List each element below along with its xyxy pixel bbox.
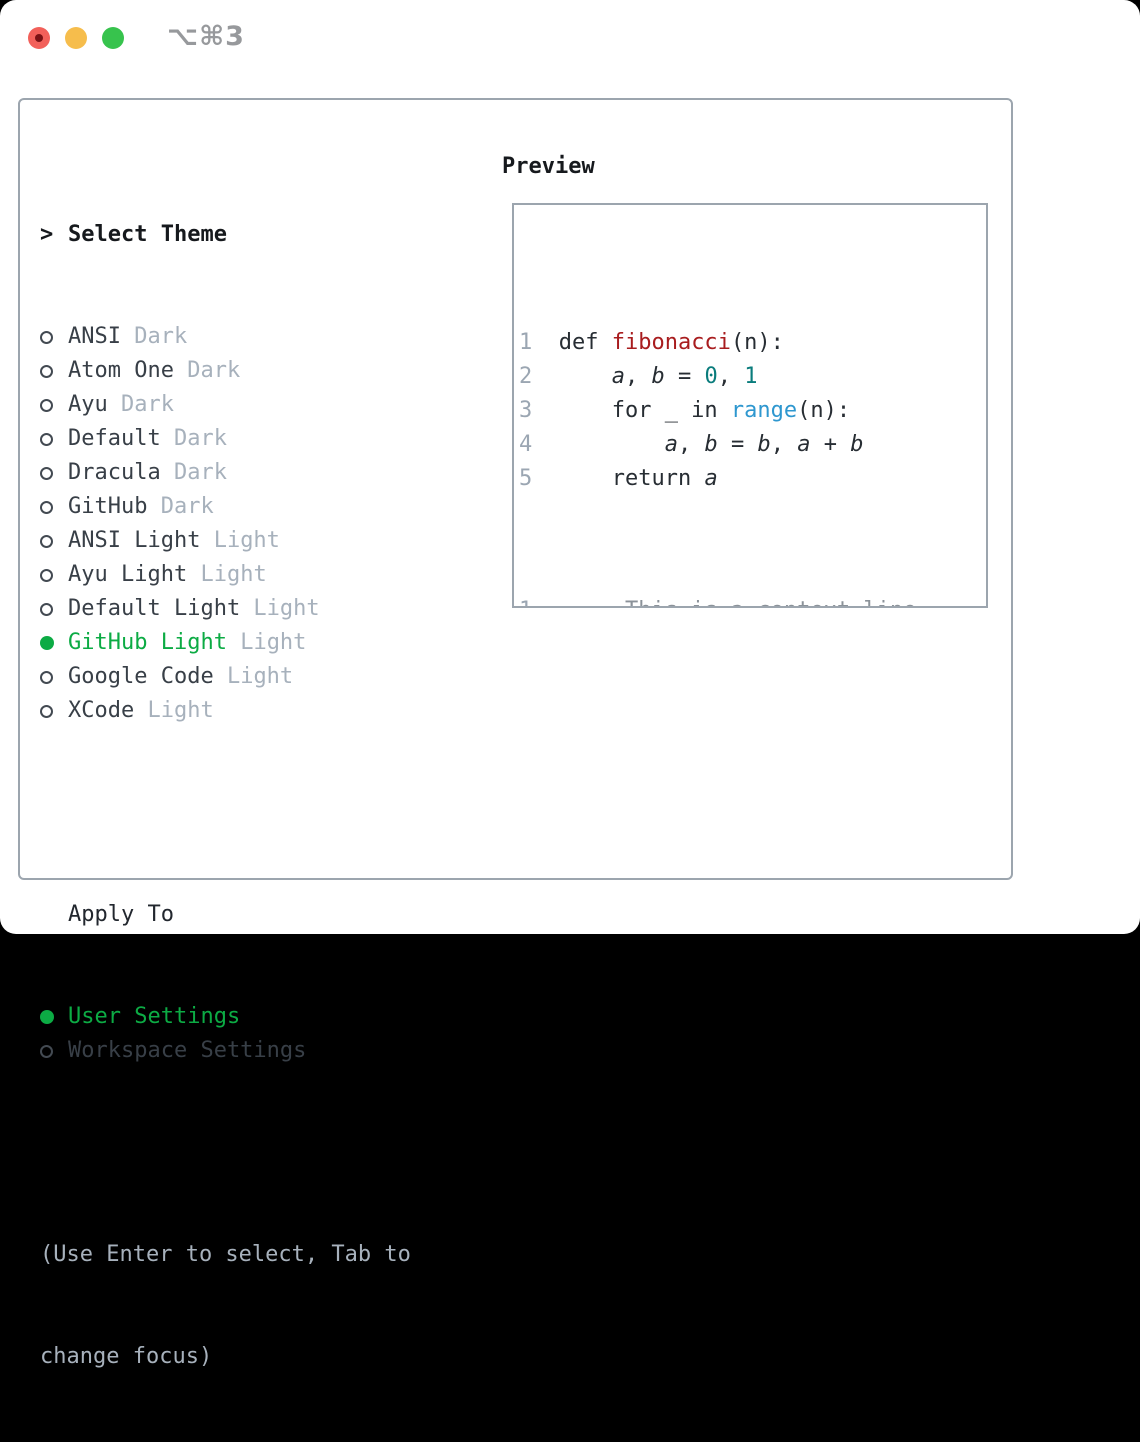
- unsaved-dot-icon: [35, 34, 43, 42]
- radio-unselected-icon: [40, 568, 53, 582]
- theme-option-xcode[interactable]: XCode Light: [40, 694, 411, 728]
- radio-unselected-icon: [40, 670, 53, 684]
- line-number: 1: [519, 594, 559, 606]
- line-number: 5: [519, 466, 533, 491]
- radio-unselected-icon: [40, 364, 53, 378]
- radio-unselected-icon: [40, 432, 53, 446]
- theme-name: Ayu: [68, 392, 108, 417]
- theme-variant: Dark: [160, 426, 227, 451]
- code-line: 3 for _ in range(n):: [519, 394, 930, 428]
- zoom-button[interactable]: [102, 27, 124, 49]
- theme-option-github[interactable]: GitHub Dark: [40, 490, 411, 524]
- radio-unselected-icon: [40, 534, 53, 548]
- prompt-caret-icon: >: [40, 222, 54, 247]
- radio-selected-icon: [40, 1010, 54, 1024]
- theme-name: Default: [68, 426, 161, 451]
- list-title: Select Theme: [68, 222, 227, 247]
- theme-name: Dracula: [68, 460, 161, 485]
- hint-text-line-1: (Use Enter to select, Tab to: [40, 1242, 411, 1267]
- diff-sample: 1 This is a context line.2 - This line w…: [519, 594, 930, 606]
- theme-option-github-light[interactable]: GitHub Light Light: [40, 626, 411, 660]
- theme-name: GitHub Light: [68, 630, 227, 655]
- theme-option-default-light[interactable]: Default Light Light: [40, 592, 411, 626]
- line-number: 4: [519, 432, 533, 457]
- theme-option-atom-one[interactable]: Atom One Dark: [40, 354, 411, 388]
- select-theme-header: > Select Theme: [40, 218, 411, 252]
- theme-name: XCode: [68, 698, 135, 723]
- theme-option-ayu-light[interactable]: Ayu Light Light: [40, 558, 411, 592]
- code-line: 2 a, b = 0, 1: [519, 360, 930, 394]
- apply-to-header: Apply To: [40, 898, 411, 932]
- radio-unselected-icon: [40, 704, 53, 718]
- theme-name: Google Code: [68, 664, 214, 689]
- theme-name: ANSI Light: [68, 528, 201, 553]
- line-number: 3: [519, 398, 533, 423]
- radio-unselected-icon: [40, 466, 53, 480]
- window-title: ⌥⌘3: [167, 21, 245, 52]
- apply-option-label: Workspace Settings: [68, 1038, 307, 1063]
- theme-variant: Dark: [160, 460, 227, 485]
- code-line: 5 return a: [519, 462, 930, 496]
- theme-variant: Dark: [107, 392, 174, 417]
- theme-name: Default Light: [68, 596, 241, 621]
- apply-option-label: User Settings: [68, 1004, 241, 1029]
- theme-variant: Light: [134, 698, 214, 723]
- radio-unselected-icon: [40, 398, 53, 412]
- theme-variant: Light: [200, 528, 280, 553]
- theme-option-default[interactable]: Default Dark: [40, 422, 411, 456]
- apply-to-title: Apply To: [68, 902, 174, 927]
- code-line: 4 a, b = b, a + b: [519, 428, 930, 462]
- theme-option-google-code[interactable]: Google Code Light: [40, 660, 411, 694]
- radio-unselected-icon: [40, 330, 53, 344]
- hint-text-line-2: change focus): [40, 1344, 213, 1369]
- theme-name: ANSI: [68, 324, 121, 349]
- theme-variant: Dark: [120, 324, 188, 349]
- apply-option-workspace-settings[interactable]: Workspace Settings: [40, 1034, 411, 1068]
- line-number: 2: [519, 364, 533, 389]
- theme-option-dracula[interactable]: Dracula Dark: [40, 456, 411, 490]
- theme-variant: Dark: [147, 494, 214, 519]
- traffic-lights: [28, 27, 124, 49]
- radio-unselected-icon: [40, 500, 53, 514]
- radio-unselected-icon: [40, 602, 53, 616]
- close-button[interactable]: [28, 27, 50, 49]
- theme-option-ansi-light[interactable]: ANSI Light Light: [40, 524, 411, 558]
- theme-option-ansi[interactable]: ANSI Dark: [40, 320, 411, 354]
- minimize-button[interactable]: [65, 27, 87, 49]
- radio-unselected-icon: [40, 1044, 53, 1058]
- diff-line: 1 This is a context line.: [519, 594, 930, 606]
- theme-variant: Light: [226, 630, 307, 655]
- title-bar: ⌥⌘3: [0, 0, 1140, 76]
- theme-variant: Light: [213, 664, 294, 689]
- theme-name: Atom One: [68, 358, 174, 383]
- radio-selected-icon: [40, 636, 54, 650]
- theme-name: Ayu Light: [68, 562, 188, 587]
- theme-option-ayu[interactable]: Ayu Dark: [40, 388, 411, 422]
- theme-name: GitHub: [68, 494, 148, 519]
- apply-option-user-settings[interactable]: User Settings: [40, 1000, 411, 1034]
- theme-variant: Light: [240, 596, 320, 621]
- preview-title: Preview: [502, 154, 595, 179]
- theme-variant: Light: [187, 562, 267, 587]
- theme-variant: Dark: [173, 358, 241, 383]
- line-number: 1: [519, 330, 533, 355]
